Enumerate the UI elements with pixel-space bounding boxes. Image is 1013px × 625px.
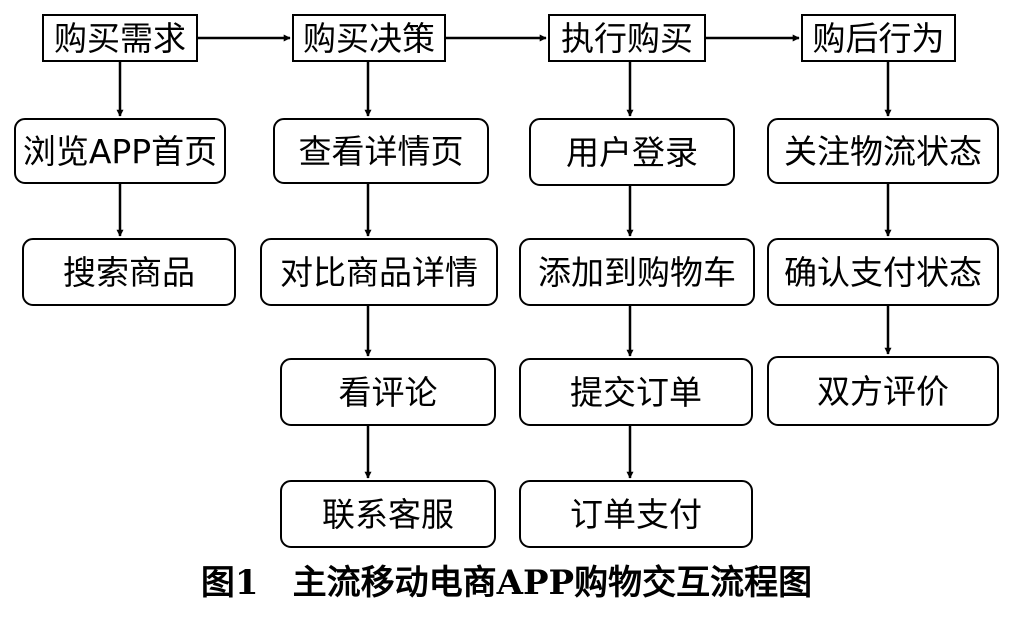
step-view-details: 查看详情页 [273,118,489,184]
step-add-to-cart: 添加到购物车 [519,238,755,306]
step-mutual-review: 双方评价 [767,356,999,426]
step-confirm-payment: 确认支付状态 [767,238,999,306]
step-user-login: 用户登录 [529,118,735,186]
step-contact-support: 联系客服 [280,480,496,548]
stage-post-purchase: 购后行为 [801,14,956,62]
step-track-logistics: 关注物流状态 [767,118,999,184]
stage-purchase-decision: 购买决策 [292,14,446,62]
step-browse-home: 浏览APP首页 [14,118,226,184]
stage-purchase-need: 购买需求 [42,14,198,62]
figure-caption: 图1 主流移动电商APP购物交互流程图 [200,563,813,603]
step-pay-order: 订单支付 [519,480,753,548]
step-compare-details: 对比商品详情 [260,238,498,306]
step-submit-order: 提交订单 [519,358,753,426]
step-read-reviews: 看评论 [280,358,496,426]
step-search-products: 搜索商品 [22,238,236,306]
stage-execute-purchase: 执行购买 [548,14,706,62]
